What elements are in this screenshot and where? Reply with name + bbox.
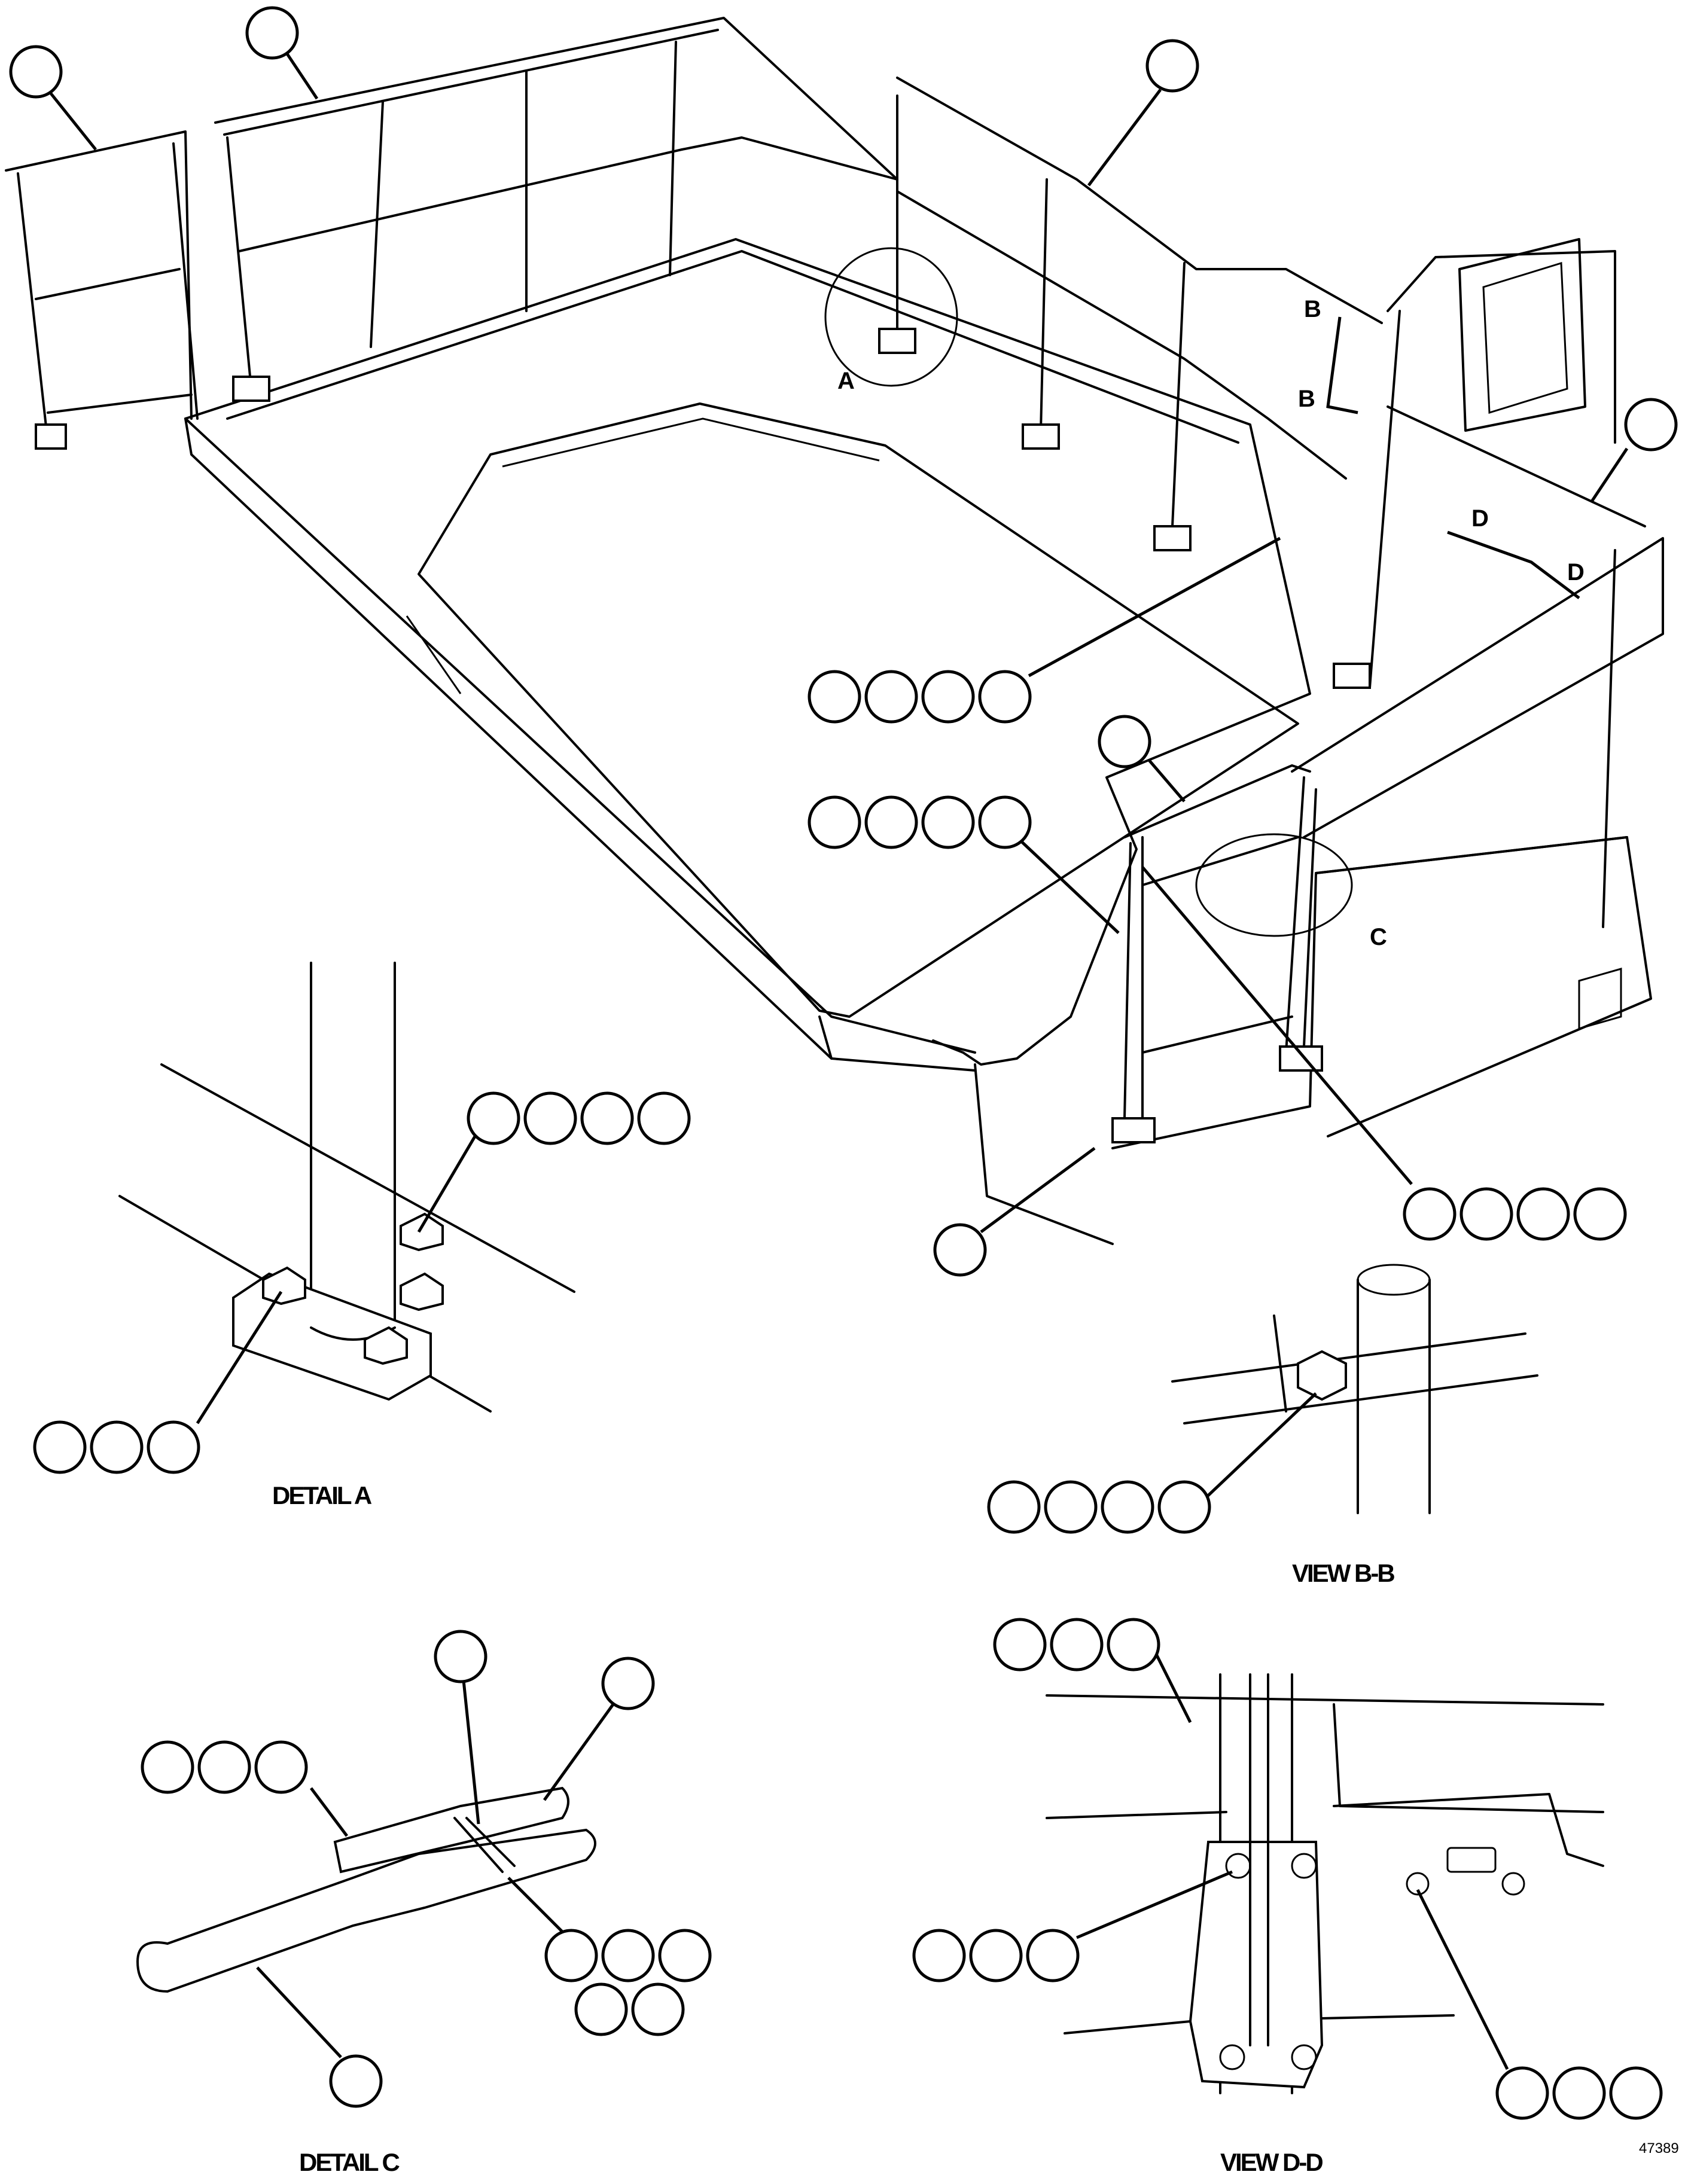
view-letter-a: A (837, 368, 855, 394)
callout-balloon (993, 1618, 1047, 1671)
callout-balloon (1624, 398, 1678, 452)
callout-balloon (574, 1982, 628, 2036)
rear-handrail (214, 17, 898, 402)
callout-balloon (921, 670, 975, 724)
view-letter-c: C (1370, 924, 1387, 950)
callout-balloon (254, 1740, 308, 1794)
callout-balloon (141, 1740, 194, 1794)
callout-balloon (912, 1929, 966, 1982)
callout-balloon (1098, 715, 1151, 768)
callout-balloon (1050, 1618, 1104, 1671)
callout-balloon (197, 1740, 251, 1794)
view-letter-b-lower: B (1298, 386, 1315, 412)
platform-assembly (184, 238, 1652, 1245)
callout-balloon (9, 45, 63, 99)
bolt-panel (1406, 1872, 1430, 1896)
callout-balloon (601, 1929, 655, 1982)
callout-balloon (33, 1420, 87, 1474)
callout-balloon (1459, 1187, 1513, 1241)
view-letter-d-upper: D (1471, 505, 1489, 532)
callout-balloon (467, 1091, 520, 1145)
callout-balloon (580, 1091, 634, 1145)
detail-c-indicator: C (1195, 833, 1387, 950)
detail-a-indicator: A (824, 247, 958, 394)
callout-balloon (631, 1982, 685, 2036)
callout-balloon (544, 1929, 598, 1982)
view-letter-d-lower: D (1567, 559, 1585, 585)
callout-balloon (933, 1223, 987, 1277)
view-letter-b-upper: B (1304, 296, 1321, 322)
caption-detail-a: DETAIL A (272, 1481, 372, 1509)
callout-balloon (808, 795, 861, 849)
callout-balloon (434, 1630, 487, 1683)
caption-view-dd: VIEW D-D (1220, 2148, 1323, 2176)
callout-balloon (987, 1480, 1041, 1534)
caption-view-bb: VIEW B-B (1292, 1559, 1394, 1587)
left-handrail (5, 130, 199, 450)
main-callouts (9, 6, 1678, 1277)
right-handrail (878, 77, 1383, 551)
callout-balloon (658, 1929, 712, 1982)
callout-balloon (864, 670, 918, 724)
detail-c: DETAIL C (136, 1630, 712, 2176)
callout-balloon (147, 1420, 200, 1474)
callout-balloon (1107, 1618, 1160, 1671)
bolt-panel-right (1501, 1872, 1525, 1896)
view-dd: VIEW D-D (912, 1618, 1663, 2176)
bolt-lower-left (1219, 2044, 1245, 2070)
callout-balloon (978, 670, 1032, 724)
callout-balloon (1573, 1187, 1627, 1241)
callout-balloon (1552, 2066, 1606, 2120)
bolt-upper-right (1291, 1853, 1317, 1879)
callout-balloon (1516, 1187, 1570, 1241)
callout-balloon (1101, 1480, 1154, 1534)
callout-balloon (1157, 1480, 1211, 1534)
caption-detail-c: DETAIL C (299, 2148, 400, 2176)
bolt-upper-left (1225, 1853, 1251, 1879)
detail-a: DETAIL A (33, 962, 691, 1509)
callout-balloon (808, 670, 861, 724)
bolt-lower-right (1291, 2044, 1317, 2070)
callout-balloon (921, 795, 975, 849)
callout-balloon (637, 1091, 691, 1145)
callout-balloon (1145, 39, 1199, 93)
callout-balloon (1026, 1929, 1080, 1982)
callout-balloon (1044, 1480, 1098, 1534)
callout-balloon (329, 2054, 383, 2108)
callout-balloon (90, 1420, 144, 1474)
view-bb: VIEW B-B (987, 1264, 1538, 1587)
callout-balloon (1403, 1187, 1457, 1241)
view-bb-indicator: B B (1298, 296, 1358, 414)
callout-balloon (245, 6, 299, 60)
callout-balloon (1609, 2066, 1663, 2120)
figure-number: 47389 (1639, 2140, 1679, 2156)
view-dd-indicator: D D (1447, 505, 1585, 599)
callout-balloon (1495, 2066, 1549, 2120)
gate-handrail (1111, 238, 1664, 1143)
callout-balloon (978, 795, 1032, 849)
callout-balloon (969, 1929, 1023, 1982)
callout-balloon (601, 1657, 655, 1710)
callout-balloon (864, 795, 918, 849)
callout-balloon (523, 1091, 577, 1145)
